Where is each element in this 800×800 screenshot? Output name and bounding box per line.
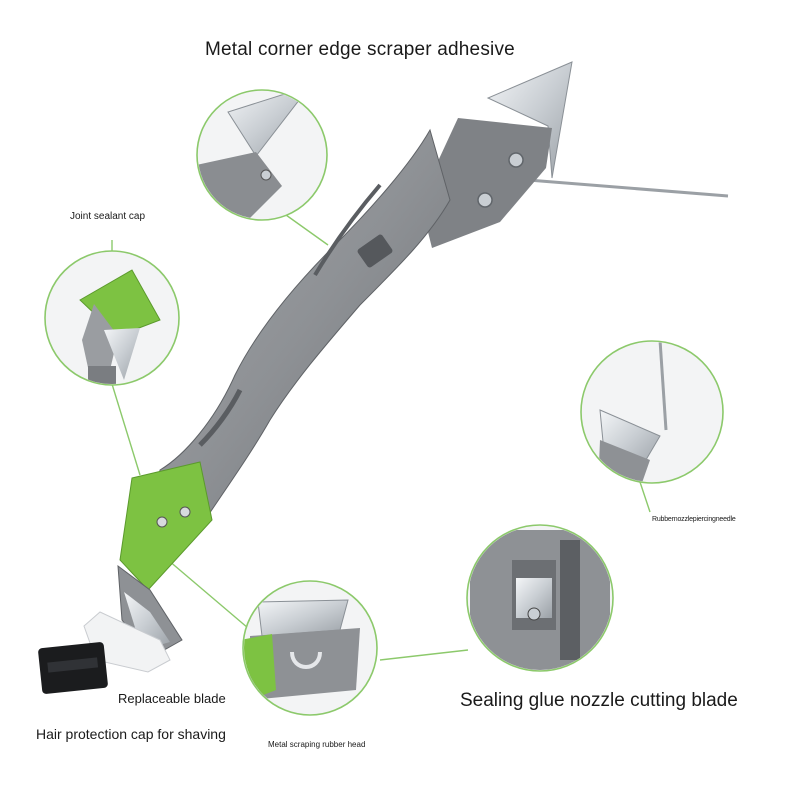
callout-line: [167, 559, 249, 629]
inset-nozzle-cutting-blade: [466, 524, 614, 672]
label-metal-corner-scraper: Metal corner edge scraper adhesive: [205, 39, 515, 60]
label-metal-scraping-head: Metal scraping rubber head: [268, 740, 366, 749]
label-nozzle-cutting-blade: Sealing glue nozzle cutting blade: [460, 690, 738, 711]
callout-line: [111, 383, 141, 476]
label-piercing-needle: Rubbernozzlepiercingneedle: [652, 516, 736, 523]
hair-protection-cap: [38, 642, 108, 694]
label-replaceable-blade: Replaceable blade: [118, 691, 226, 706]
inset-joint-sealant-cap: [44, 250, 180, 386]
callout-line: [285, 214, 329, 246]
green-scraper-head: [119, 461, 213, 591]
callout-line: [639, 481, 651, 513]
label-joint-sealant-cap: Joint sealant cap: [70, 211, 146, 222]
label-hair-protection-cap: Hair protection cap for shaving: [36, 726, 226, 742]
inset-metal-scraping-head: [242, 580, 378, 716]
inset-corner-scraper: [196, 89, 328, 221]
tool-head: [420, 118, 552, 248]
inset-piercing-needle: [580, 340, 724, 484]
callout-line: [379, 649, 469, 661]
corner-scraper-blade: [486, 61, 573, 179]
piercing-needle: [527, 178, 729, 198]
callout-lines: [111, 214, 651, 661]
